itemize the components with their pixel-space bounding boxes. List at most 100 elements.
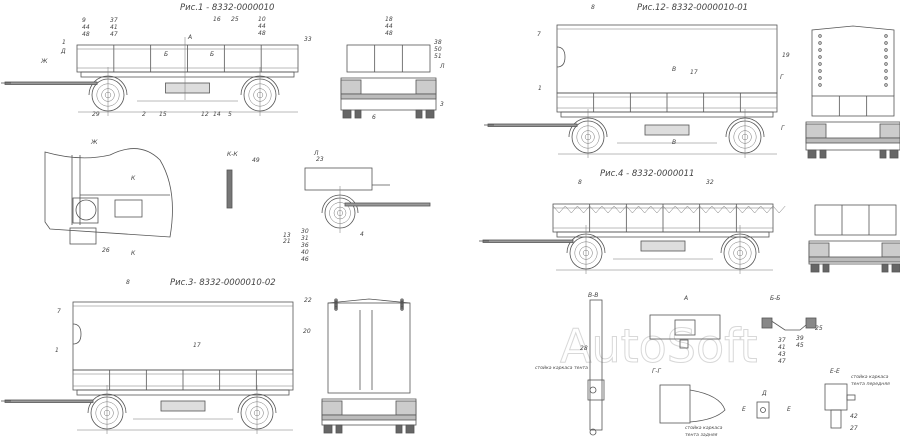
view-mark-zh: Ж	[40, 58, 48, 65]
rear-tarpaulin-panel	[327, 302, 411, 394]
callout: 37	[778, 337, 786, 344]
view-d-title: Д	[761, 390, 767, 397]
note-rear-post: тента задняя	[685, 433, 718, 438]
drawing-geometry	[1, 24, 900, 436]
callout: 7	[537, 31, 541, 38]
hinge-plate	[756, 401, 770, 419]
eyelet	[884, 55, 888, 59]
rear-wheels	[415, 79, 437, 95]
callout: 47	[110, 31, 118, 38]
eyelet	[818, 69, 822, 73]
drawbar	[4, 81, 98, 85]
eyelet	[884, 41, 888, 45]
callout: 8	[578, 179, 582, 186]
callout: 2	[142, 111, 146, 118]
side-board-view	[304, 167, 373, 191]
callout: 48	[82, 31, 90, 38]
bracket-shape	[689, 389, 726, 423]
drawbar	[482, 239, 574, 243]
section-vv: В-В 28 стойка каркаса тента	[535, 292, 598, 371]
callout: 16	[213, 16, 221, 23]
callout: 41	[778, 344, 786, 351]
drawbar	[344, 202, 431, 207]
eyelet	[818, 55, 822, 59]
eyelet	[818, 76, 822, 80]
section-mark-k: К	[131, 250, 136, 257]
callout: 15	[159, 111, 167, 118]
callout: 4	[360, 231, 364, 238]
door-icon	[556, 46, 566, 68]
callout: 1	[62, 39, 66, 46]
section-mark-b: Б	[210, 51, 214, 58]
view-l-title: Л	[313, 150, 319, 157]
figure-4-title: Рис.4 - 8332-0000011	[600, 169, 694, 179]
callout: 25	[231, 16, 239, 23]
section-ee-title: Е-Е	[830, 368, 840, 375]
frame-post	[589, 299, 603, 431]
rear-bumper	[340, 93, 437, 100]
coupling-view	[649, 314, 721, 340]
callout: 39	[796, 335, 804, 342]
callout: 29	[92, 111, 100, 118]
rear-bumper	[321, 414, 417, 421]
bolt-stack	[830, 409, 842, 429]
view-l: Л 23 13 21 30 31 36 40 46 4	[283, 150, 364, 263]
eyelet	[884, 83, 888, 87]
coupling-pin	[679, 339, 689, 349]
callout: 23	[316, 156, 324, 163]
figure-12: Рис.12- 8332-0000010-01 8 7 В 17 19 Г 1 …	[537, 3, 790, 146]
tyre	[819, 149, 827, 159]
section-ee: Е-Е стойка каркаса тента передняя 42 27	[830, 368, 890, 432]
view-a-title: А	[683, 295, 688, 302]
section-mark-b: Б	[164, 51, 168, 58]
frame-outline	[44, 148, 173, 238]
tie-rope	[552, 205, 786, 214]
eyelet	[818, 83, 822, 87]
note-front-post: стойка каркаса	[851, 374, 889, 380]
tyre	[881, 263, 889, 273]
callout: 44	[385, 23, 393, 30]
callout: 20	[303, 328, 311, 335]
callout: 48	[258, 30, 266, 37]
eyelet	[884, 69, 888, 73]
tyre	[889, 149, 899, 159]
tyre	[822, 263, 830, 273]
callout: 42	[850, 413, 858, 420]
callout: 1	[538, 85, 542, 92]
callout: 32	[706, 179, 714, 186]
callout: 12	[201, 111, 209, 118]
view-mark-l: Л	[439, 63, 445, 70]
callout: 8	[126, 279, 130, 286]
note-front-post: тента передняя	[851, 382, 890, 387]
callout: 22	[304, 297, 312, 304]
section-kk: К-К 49	[227, 151, 260, 164]
callout: 8	[591, 4, 595, 11]
callout: 28	[580, 345, 588, 352]
light-bracket	[72, 197, 99, 224]
rear-board	[814, 204, 897, 236]
chassis-frame	[80, 71, 295, 78]
tab	[846, 394, 856, 401]
callout: 45	[796, 342, 804, 349]
tarpaulin-rear	[327, 298, 411, 304]
eyelet	[818, 34, 822, 38]
tyre	[879, 149, 887, 159]
callout: 44	[258, 23, 266, 30]
callout: 46	[301, 256, 309, 263]
note-rear-post: стойка каркаса	[685, 425, 723, 431]
view-mark-a: А	[187, 34, 192, 41]
chassis-frame	[76, 389, 290, 396]
bolt	[760, 407, 766, 413]
figure-4: Рис.4 - 8332-0000011 8 32	[578, 169, 714, 186]
callout: 48	[385, 30, 393, 37]
rear-wheels	[805, 123, 827, 139]
rear-wheels	[340, 79, 362, 95]
clamp	[761, 317, 773, 329]
rear-bumper	[808, 256, 900, 263]
bracket	[587, 379, 605, 401]
note-frame-post: стойка каркаса тента	[535, 365, 588, 371]
tarpaulin	[72, 301, 294, 371]
callout: 19	[782, 52, 790, 59]
callout: 1	[55, 347, 59, 354]
eyelet	[884, 76, 888, 80]
